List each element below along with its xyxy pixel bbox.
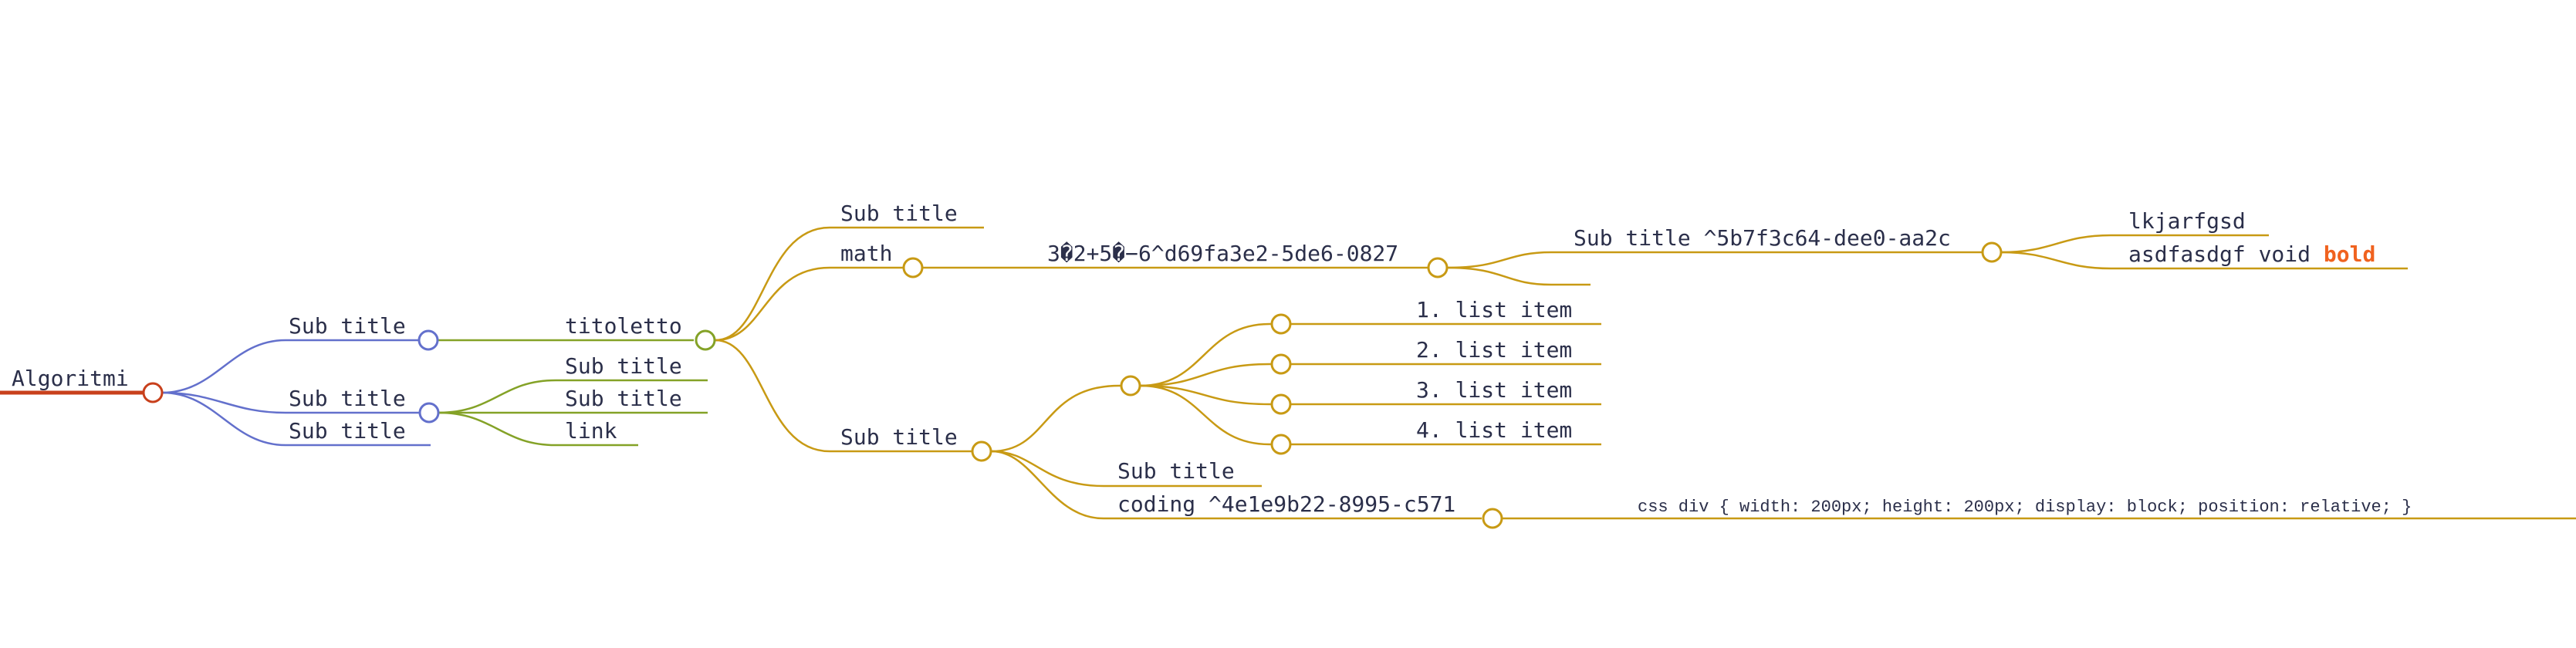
- list-item-2-label[interactable]: 2. list item: [1416, 337, 1572, 363]
- sub2-child-b-label[interactable]: Sub title: [565, 386, 682, 411]
- edge-formula-blank: [1447, 266, 1591, 286]
- list-item-3-node[interactable]: [1270, 393, 1292, 415]
- formula-sub-label[interactable]: Sub title ^5b7f3c64-dee0-aa2c: [1574, 225, 1951, 251]
- formula-node[interactable]: [1427, 257, 1449, 278]
- list-item-3-label[interactable]: 3. list item: [1416, 377, 1572, 403]
- root-label[interactable]: Algoritmi: [12, 366, 129, 391]
- list-item-1-node[interactable]: [1270, 313, 1292, 335]
- formula-sub-child-b-text: asdfasdgf void: [2128, 241, 2324, 267]
- edge-titoletto-math: [715, 266, 903, 342]
- list-item-4-label[interactable]: 4. list item: [1416, 417, 1572, 443]
- list-item-2-node[interactable]: [1270, 353, 1292, 375]
- list-item-4-node[interactable]: [1270, 434, 1292, 455]
- math-node[interactable]: [902, 257, 924, 278]
- sub2-child-c-label[interactable]: link: [565, 418, 617, 444]
- sub2-label[interactable]: Sub title: [289, 386, 406, 411]
- edge-root-sub1: [161, 339, 418, 394]
- edge-titoletto-subtop: [715, 226, 984, 342]
- subtitle-top-label[interactable]: Sub title: [840, 201, 958, 226]
- edge-formula-sub: [1447, 251, 1982, 269]
- edge-list-1: [1140, 322, 1271, 387]
- edge-sub2-a: [438, 379, 708, 414]
- coding-node[interactable]: [1482, 508, 1503, 529]
- coding-label[interactable]: coding ^4e1e9b22-8995-c571: [1117, 491, 1455, 517]
- sub1-node[interactable]: [418, 329, 439, 351]
- formula-sub-node[interactable]: [1981, 241, 2003, 263]
- subtitle-bottom-label[interactable]: Sub title: [840, 424, 958, 450]
- edge-list-2: [1140, 363, 1271, 387]
- sub2-child-a-label[interactable]: Sub title: [565, 353, 682, 379]
- edge-formulasub-b: [2001, 251, 2408, 270]
- sub2-node[interactable]: [418, 402, 440, 424]
- list-hub-node[interactable]: [1120, 375, 1141, 397]
- edge-subbottom-listhub: [991, 384, 1121, 453]
- sub1-label[interactable]: Sub title: [289, 313, 406, 339]
- formula-label[interactable]: 3�2+5�−6^d69fa3e2-5de6-0827: [1047, 241, 1398, 266]
- edge-list-3: [1140, 384, 1271, 406]
- css-label[interactable]: css div { width: 200px; height: 200px; d…: [1638, 498, 2412, 517]
- formula-sub-child-a-label[interactable]: lkjarfgsd: [2128, 208, 2246, 234]
- edge-root-sub3: [161, 391, 431, 447]
- subtitle-coding-sibling-label[interactable]: Sub title: [1117, 458, 1235, 484]
- titoletto-label[interactable]: titoletto: [565, 313, 682, 339]
- formula-sub-child-b-label[interactable]: asdfasdgf void bold: [2128, 241, 2375, 267]
- edge-formulasub-a: [2001, 234, 2269, 254]
- titoletto-node[interactable]: [695, 329, 716, 351]
- edge-sub2-c: [438, 411, 638, 447]
- edge-subbottom-subtitle: [991, 450, 1262, 488]
- edge-titoletto-subbottom: [715, 339, 972, 453]
- root-node[interactable]: [142, 382, 164, 403]
- math-label[interactable]: math: [840, 241, 892, 266]
- edge-subbottom-coding: [991, 450, 1482, 520]
- edge-root-sub2: [161, 391, 419, 414]
- formula-sub-child-b-bold: bold: [2324, 241, 2375, 267]
- list-item-1-label[interactable]: 1. list item: [1416, 297, 1572, 322]
- sub3-label[interactable]: Sub title: [289, 418, 406, 444]
- edge-list-4: [1140, 384, 1271, 446]
- subbottom-node[interactable]: [971, 440, 992, 462]
